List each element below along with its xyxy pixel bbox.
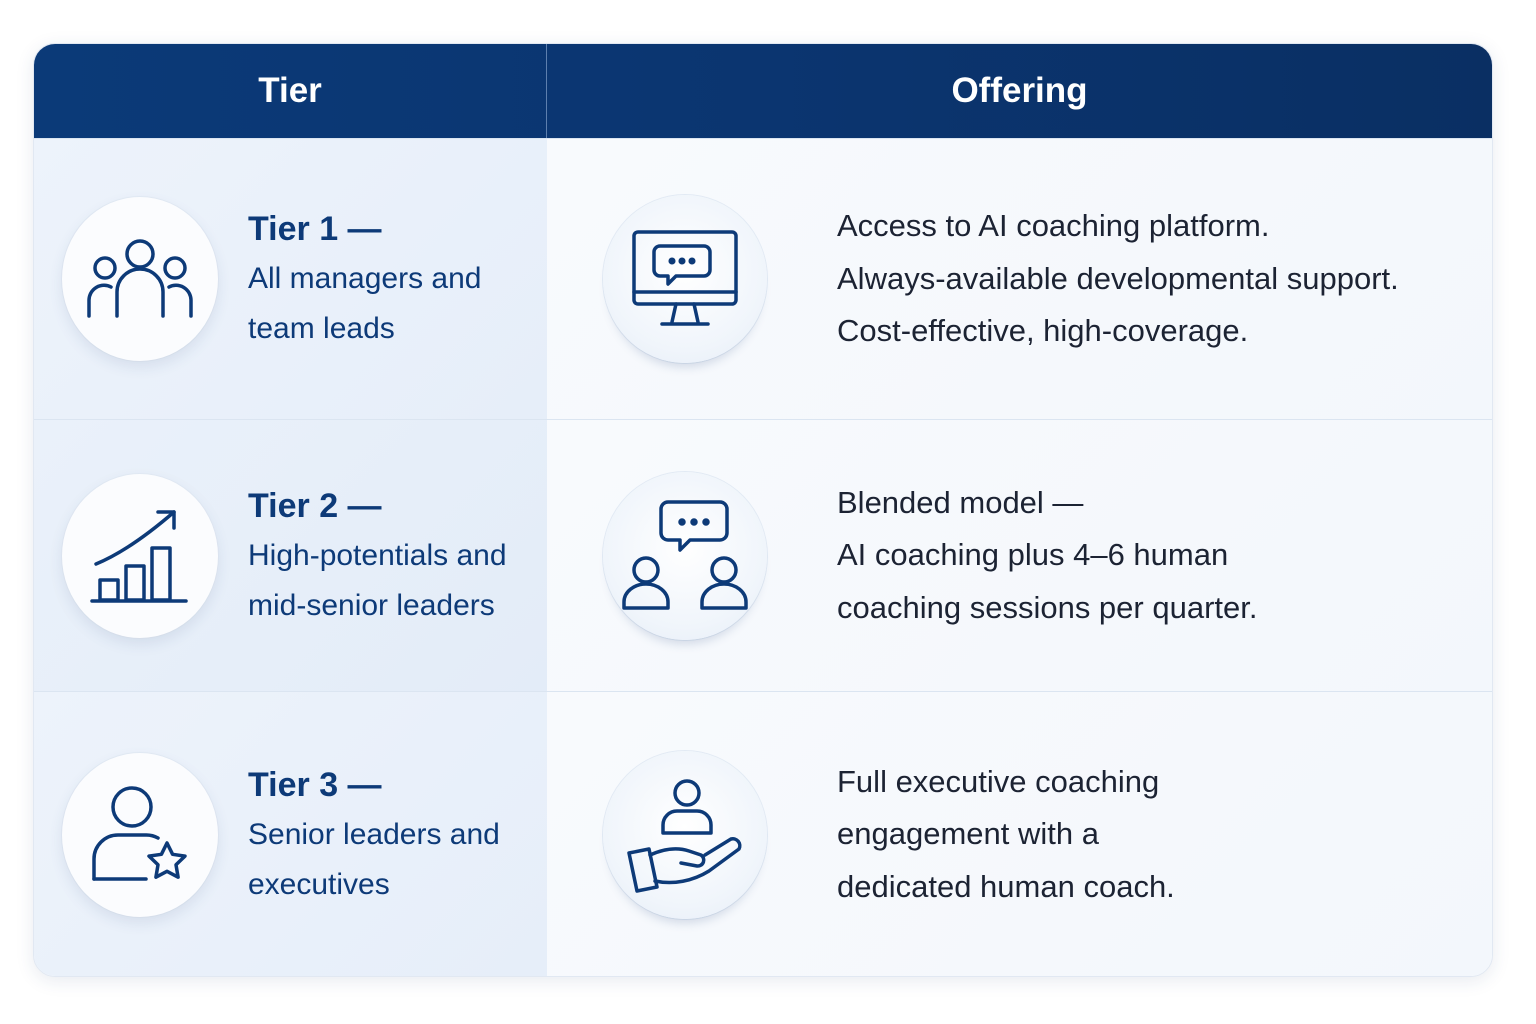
offer-icon-circle — [603, 471, 767, 640]
offer-icon-circle — [603, 750, 767, 919]
offer-icon-circle — [603, 195, 767, 363]
tier-cell: Tier 3 — Senior leaders and executives — [34, 692, 547, 976]
offering-cell: Access to AI coaching platform. Always-a… — [547, 139, 1492, 419]
tier-description-line: Senior leaders and — [248, 817, 500, 851]
offering-cell: Full executive coaching engagement with … — [547, 692, 1492, 976]
hand-person-icon — [627, 778, 742, 893]
tier-icon-circle — [62, 473, 218, 638]
header-offering: Offering — [951, 71, 1088, 110]
people-group-icon — [87, 239, 193, 318]
tier-cell: Tier 2 — High-potentials and mid-senior … — [34, 420, 547, 691]
offering-line: AI coaching plus 4–6 human — [837, 537, 1229, 573]
tier-icon-circle — [62, 752, 218, 917]
table-header: Tier Offering — [34, 44, 1492, 138]
monitor-chat-icon — [632, 230, 738, 326]
table-row-tier-1: Tier 1 — All managers and team leads — [34, 138, 1492, 419]
tier-icon-circle — [62, 197, 218, 361]
tier-description-line: High-potentials and — [248, 538, 507, 572]
two-people-chat-icon — [622, 499, 748, 610]
table-row-tier-3: Tier 3 — Senior leaders and executives F… — [34, 691, 1492, 976]
header-tier: Tier — [34, 44, 547, 138]
tier-title: Tier 3 — — [248, 765, 382, 804]
offering-cell: Blended model — AI coaching plus 4–6 hum… — [547, 420, 1492, 691]
coaching-tiers-table: Tier Offering Tier 1 — All managers and … — [33, 43, 1493, 977]
offering-line: dedicated human coach. — [837, 868, 1175, 904]
offering-line: Blended model — — [837, 484, 1084, 520]
offering-line: Access to AI coaching platform. — [837, 208, 1270, 244]
tier-text: Tier 3 — Senior leaders and executives — [248, 760, 500, 910]
person-star-icon — [92, 785, 187, 881]
offering-line: Cost-effective, high-coverage. — [837, 313, 1249, 349]
offering-line: coaching sessions per quarter. — [837, 589, 1258, 625]
offering-line: engagement with a — [837, 816, 1099, 852]
tier-description-line: All managers and — [248, 262, 482, 295]
tier-text: Tier 2 — High-potentials and mid-senior … — [248, 481, 507, 631]
tier-description-line: executives — [248, 867, 390, 901]
table-row-tier-2: Tier 2 — High-potentials and mid-senior … — [34, 419, 1492, 691]
tier-description-line: team leads — [248, 312, 395, 345]
offering-line: Full executive coaching — [837, 763, 1160, 799]
tier-description-line: mid-senior leaders — [248, 588, 495, 622]
offering-text: Full executive coaching engagement with … — [837, 756, 1175, 914]
tier-text: Tier 1 — All managers and team leads — [248, 204, 481, 354]
tier-cell: Tier 1 — All managers and team leads — [34, 139, 547, 419]
offering-text: Blended model — AI coaching plus 4–6 hum… — [837, 477, 1257, 635]
tier-title: Tier 1 — — [248, 210, 382, 248]
offering-line: Always-available developmental support. — [837, 260, 1399, 296]
growth-chart-icon — [90, 509, 188, 603]
offering-text: Access to AI coaching platform. Always-a… — [837, 200, 1399, 358]
tier-title: Tier 2 — — [248, 486, 382, 525]
